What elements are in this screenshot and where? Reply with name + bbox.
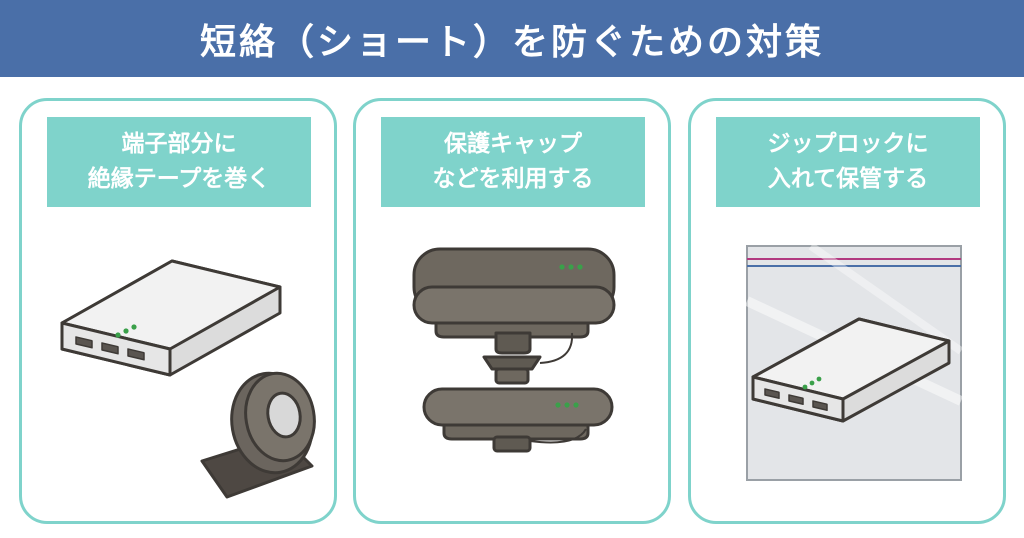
card-insulation-tape: 端子部分に 絶縁テープを巻く: [19, 98, 337, 524]
power-bank-icon: [751, 317, 951, 423]
header-banner: 短絡（ショート）を防ぐための対策: [0, 0, 1024, 77]
card-label-line2: 入れて保管する: [767, 166, 929, 192]
card-label-line1: ジップロックに: [767, 131, 929, 157]
card-2-illustration: [412, 247, 616, 453]
card-label: ジップロックに 入れて保管する: [716, 117, 980, 207]
card-label-line1: 保護キャップ: [444, 131, 582, 157]
led-indicator-icon: [115, 324, 137, 338]
led-indicator-icon: [802, 376, 822, 390]
card-label-line2: 絶縁テープを巻く: [87, 166, 271, 192]
led-indicator-icon: [555, 264, 583, 408]
card-3-illustration: [744, 242, 964, 481]
card-1-illustration: [60, 259, 316, 499]
card-zip-bag: ジップロックに 入れて保管する: [688, 98, 1006, 524]
card-label: 保護キャップ などを利用する: [381, 117, 645, 207]
page-title: 短絡（ショート）を防ぐための対策: [199, 21, 824, 63]
card-label-line2: などを利用する: [432, 166, 594, 192]
card-label-line1: 端子部分に: [121, 131, 237, 157]
card-label: 端子部分に 絶縁テープを巻く: [47, 117, 311, 207]
insulation-tape-roll-icon: [200, 371, 316, 499]
card-protective-cap: 保護キャップ などを利用する: [353, 98, 671, 524]
protective-cap-icon: [412, 247, 616, 453]
power-bank-icon: [60, 259, 282, 377]
